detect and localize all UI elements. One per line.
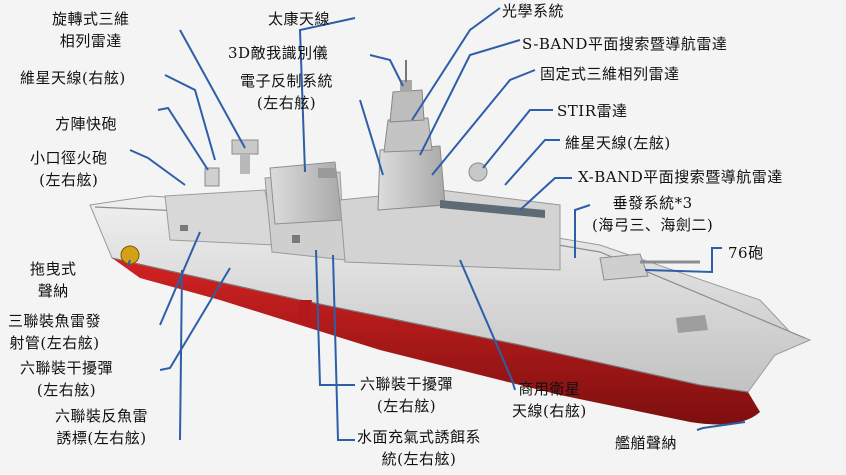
leader-six-jammer-left: [159, 267, 231, 371]
leader-satcom-port: [504, 139, 560, 186]
label-iff: 3D敵我識別儀: [228, 44, 329, 62]
label-six-anti-torpedo: 六聯裝反魚雷 誘標(左右舷): [55, 407, 149, 447]
leader-iff: [369, 54, 404, 87]
leader-fixed-3d: [431, 69, 536, 176]
leader-towed-sonar: [127, 259, 131, 267]
label-ecm: 電子反制系統 (左右舷): [240, 72, 334, 112]
label-optical: 光學系統: [502, 2, 565, 20]
label-small-guns: 小口徑火砲 (左右舷): [30, 149, 108, 189]
label-rotating-3d-radar: 旋轉式三維 相列雷達: [52, 10, 130, 50]
label-six-jammer-mid: 六聯裝干擾彈 (左右舷): [360, 375, 454, 415]
label-stir: STIR雷達: [557, 102, 628, 120]
leader-76: [644, 247, 722, 274]
leader-six-anti-torpedo: [179, 269, 183, 441]
leader-stir: [482, 109, 553, 169]
label-vls: 垂發系統*3 (海弓三、海劍二): [592, 194, 714, 234]
gun-76-turret: [599, 253, 649, 281]
hull-red-section: [112, 258, 760, 425]
label-xband: X-BAND平面搜索暨導航雷達: [578, 168, 783, 186]
leader-six-jammer-mid: [315, 249, 355, 386]
label-bow-sonar: 艦艏聲納: [615, 434, 678, 452]
leader-satcom-starboard: [164, 74, 216, 161]
leader-triple-torpedo: [159, 231, 201, 326]
leader-bow-sonar: [696, 421, 746, 431]
label-sband: S-BAND平面搜索暨導航雷達: [522, 35, 728, 53]
leader-tacan: [298, 17, 356, 173]
label-commercial-sat: 商用衛星 天線(右舷): [512, 380, 587, 420]
label-satcom-port: 維星天線(左舷): [565, 134, 671, 152]
leader-sband: [419, 39, 521, 156]
label-water-decoy: 水面充氣式誘餌系 統(左右舷): [357, 428, 482, 468]
leader-small-guns: [129, 149, 186, 186]
leader-xband: [519, 177, 572, 211]
label-triple-torpedo: 三聯裝魚雷發 射管(左右舷): [8, 312, 102, 352]
label-gun-76: 76砲: [728, 244, 764, 262]
label-ciws: 方陣快砲: [55, 115, 118, 133]
label-fixed-3d-radar: 固定式三維相列雷達: [540, 65, 680, 83]
leader-commercial-sat: [459, 259, 516, 391]
leader-optical: [411, 7, 501, 121]
label-towed-sonar: 拖曳式 聲納: [30, 260, 77, 300]
leader-ecm: [359, 99, 384, 176]
label-tacan: 太康天線: [268, 10, 331, 28]
label-six-jammer-left: 六聯裝干擾彈 (左右舷): [20, 359, 114, 399]
label-satcom-starboard: 維星天線(右舷): [20, 69, 126, 87]
leader-rotating-3d: [179, 29, 246, 149]
leader-ciws: [157, 106, 209, 171]
leader-vls: [574, 204, 591, 258]
leader-water-decoy: [332, 254, 355, 441]
